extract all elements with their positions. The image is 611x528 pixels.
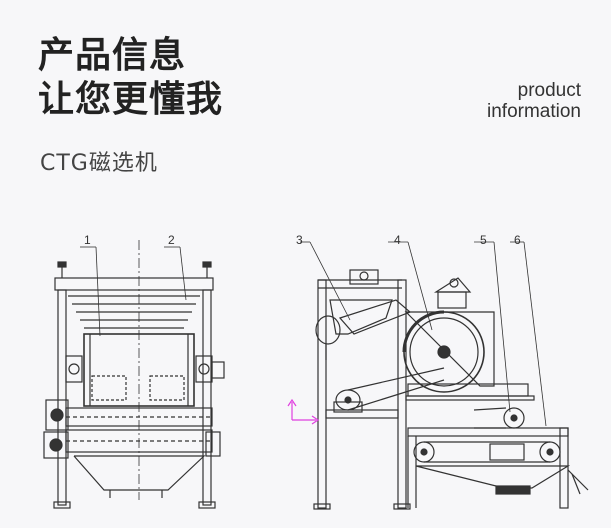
english-caption: product information — [487, 80, 581, 122]
title-block: 产品信息 让您更懂我 — [38, 34, 223, 122]
part-label-5: 5 — [480, 233, 487, 247]
english-caption-line-2: information — [487, 101, 581, 122]
english-caption-line-1: product — [517, 80, 581, 101]
part-label-3: 3 — [296, 233, 303, 247]
part-label-2: 2 — [168, 233, 175, 247]
product-name: CTG磁选机 — [40, 151, 158, 176]
part-label-1: 1 — [84, 233, 91, 247]
part-label-6: 6 — [514, 233, 521, 247]
part-label-4: 4 — [394, 233, 401, 247]
side-view — [300, 241, 589, 510]
page-title-line-1: 产品信息 — [38, 35, 187, 76]
axis-indicator-icon — [287, 398, 320, 425]
front-view — [43, 240, 225, 509]
page-title-line-2: 让您更懂我 — [38, 79, 224, 120]
